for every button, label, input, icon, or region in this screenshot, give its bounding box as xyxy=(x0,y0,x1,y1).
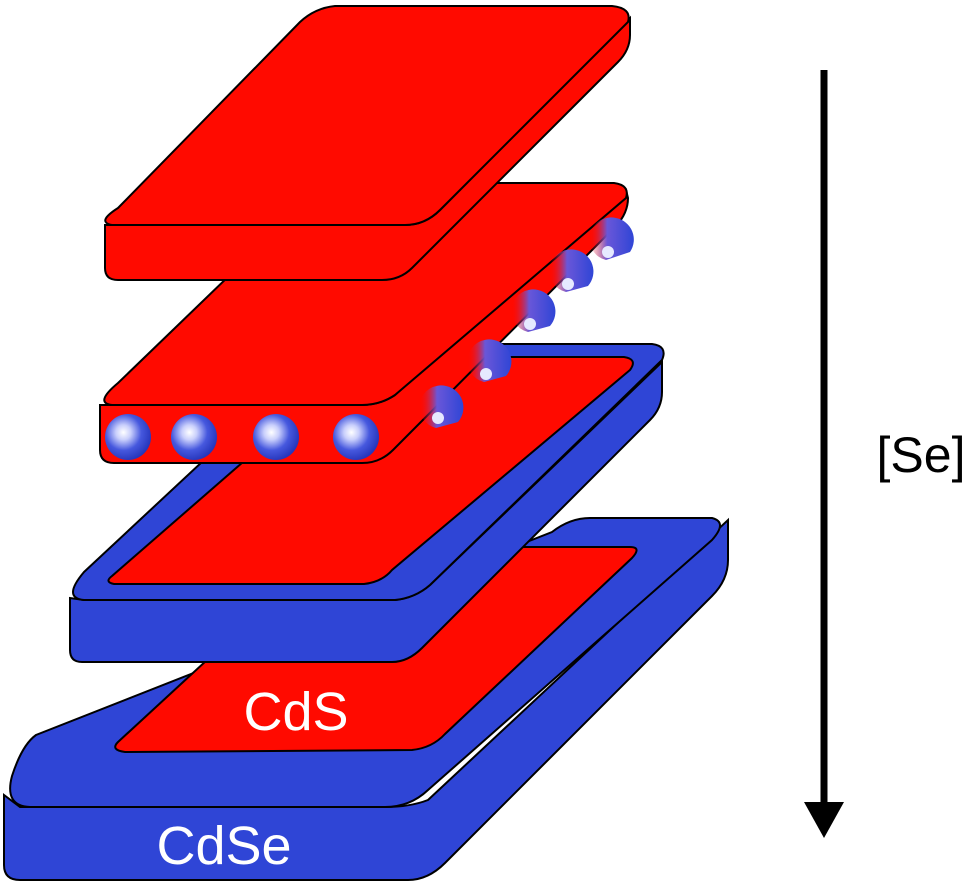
se-atom xyxy=(562,278,574,290)
se-atom xyxy=(171,414,217,460)
se-atom xyxy=(432,412,444,424)
se-atom-edge xyxy=(589,217,634,260)
se-atom xyxy=(480,368,492,380)
plate-cds-with-se xyxy=(99,182,634,464)
se-atom-edge xyxy=(549,249,594,292)
cds-label: CdS xyxy=(243,682,348,742)
se-atom-edge xyxy=(419,385,464,428)
se-atom-edge xyxy=(511,289,556,332)
se-atom-edge xyxy=(467,339,512,382)
se-concentration-label: [Se] xyxy=(877,427,966,483)
se-atom xyxy=(333,414,379,460)
se-atom xyxy=(253,414,299,460)
plate-cds-pure xyxy=(104,5,631,281)
cdse-label: CdSe xyxy=(156,816,291,876)
se-concentration-arrow xyxy=(804,70,844,838)
se-atom xyxy=(602,246,614,258)
arrow-head xyxy=(804,802,844,838)
se-atom xyxy=(105,414,151,460)
plate1-top-face xyxy=(104,5,630,226)
se-atom xyxy=(524,318,536,330)
